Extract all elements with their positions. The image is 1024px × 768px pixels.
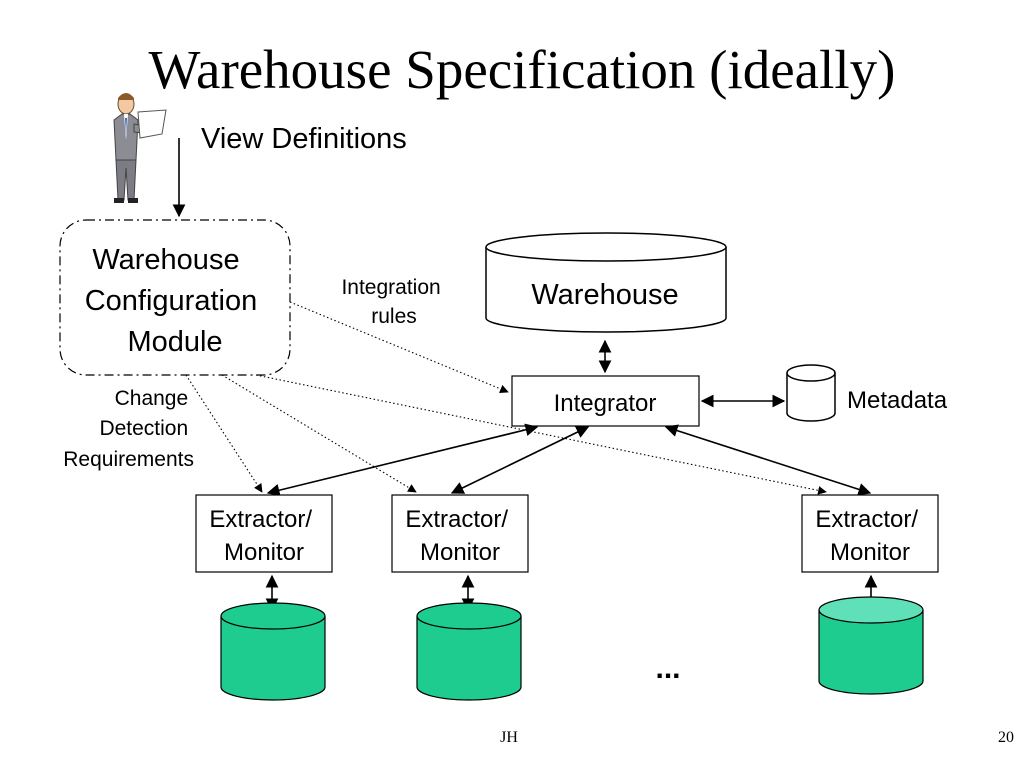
integration-rules-label: Integration rules <box>341 276 446 328</box>
change-detection-dotted-arrow-2 <box>221 374 417 493</box>
integration-rules-dotted-arrow <box>289 301 509 394</box>
footer-author: JH <box>500 729 518 746</box>
source-database-3 <box>818 596 924 695</box>
page-number: 20 <box>998 729 1014 746</box>
person-with-document-icon <box>113 93 167 203</box>
integrator-extractor-1-arrow <box>266 423 539 497</box>
source-database-2 <box>416 602 522 701</box>
view-definitions-label: View Definitions <box>201 123 407 155</box>
integrator-box <box>511 375 700 427</box>
more-sources-ellipsis: ... <box>655 652 680 685</box>
extractor-monitor-3-label: Extractor/ Monitor <box>815 506 924 566</box>
slide-title: Warehouse Specification (ideally) <box>149 39 896 100</box>
integrator-label: Integrator <box>554 390 657 417</box>
metadata-label: Metadata <box>847 387 948 414</box>
config-module-label: Warehouse Configuration Module <box>85 244 266 358</box>
warehouse-database <box>485 232 727 333</box>
integrator-extractor-2-arrow <box>450 426 590 494</box>
extractor-monitor-2-box <box>391 494 529 573</box>
warehouse-label: Warehouse <box>531 279 678 311</box>
extractor-monitor-3-box <box>801 494 939 573</box>
extractor-monitor-1-box <box>195 494 333 573</box>
extractor-monitor-2-label: Extractor/ Monitor <box>405 506 514 566</box>
extractor-monitor-1-label: Extractor/ Monitor <box>209 506 318 566</box>
config-module-box <box>59 219 291 376</box>
integrator-extractor-3-arrow <box>664 424 872 496</box>
change-detection-label: Change Detection Requirements <box>63 387 194 471</box>
metadata-database <box>786 364 836 422</box>
change-detection-dotted-arrow-1 <box>185 374 263 493</box>
source-database-1 <box>220 602 326 701</box>
